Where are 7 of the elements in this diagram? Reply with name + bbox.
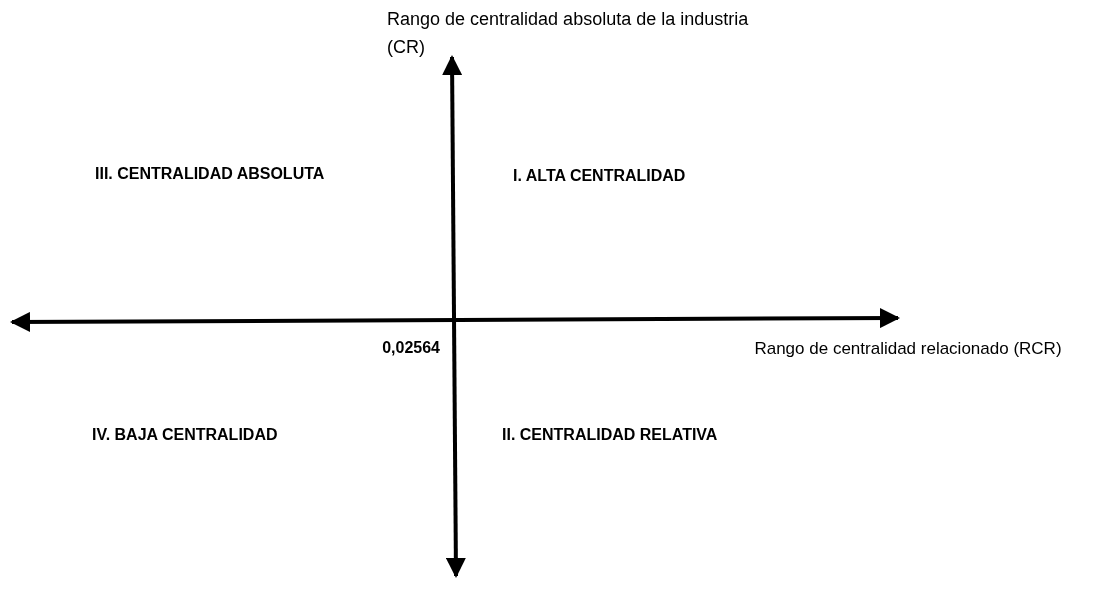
quadrant-label: II. CENTRALIDAD RELATIVA: [502, 425, 719, 445]
quadrant-label: IV. BAJA CENTRALIDAD: [92, 425, 279, 445]
quadrant-label: I. ALTA CENTRALIDAD: [513, 166, 687, 186]
axis-title: Rango de centralidad relacionado (RCR): [753, 338, 1063, 360]
quadrant-label: III. CENTRALIDAD ABSOLUTA: [95, 164, 326, 184]
origin-value: 0,02564: [381, 338, 440, 358]
axis-title: Rango de centralidad absoluta de la industria (CR): [387, 8, 750, 59]
